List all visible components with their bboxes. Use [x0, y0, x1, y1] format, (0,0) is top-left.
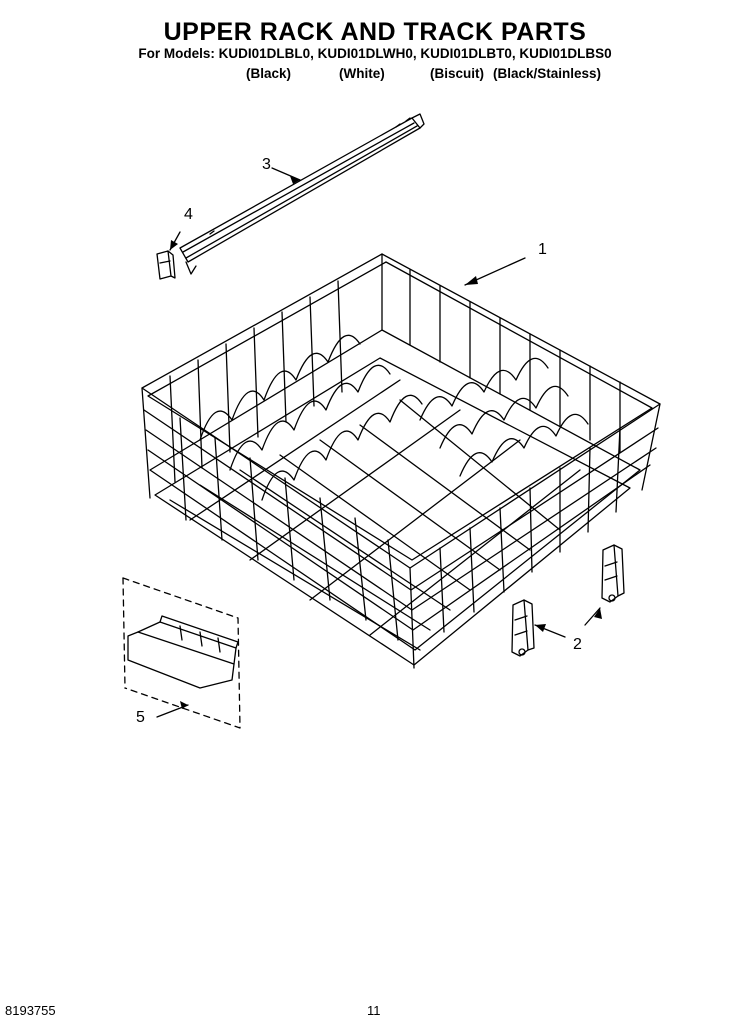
rack-handle-part [122, 577, 241, 729]
variant-black: (Black) [246, 66, 292, 81]
page-title: UPPER RACK AND TRACK PARTS [163, 18, 587, 46]
callout-4: 4 [184, 206, 193, 223]
document-number: 8193755 [5, 1003, 56, 1018]
models-line: For Models: KUDI01DLBL0, KUDI01DLWH0, KU… [138, 46, 612, 61]
callout-5: 5 [136, 709, 145, 726]
track-end-cap-part [156, 250, 176, 280]
callout-3: 3 [262, 156, 271, 173]
callout-1: 1 [538, 241, 547, 258]
leader-line-2b [584, 607, 601, 626]
rack-adjuster-part [511, 544, 625, 657]
upper-rack-basket-part [141, 253, 661, 669]
page-number: 11 [367, 1003, 381, 1018]
variant-biscuit: (Biscuit) [430, 66, 484, 81]
track-rail-part [179, 113, 425, 275]
variant-white: (White) [339, 66, 385, 81]
variant-black-stainless: (Black/Stainless) [493, 66, 602, 81]
callout-2: 2 [573, 636, 582, 653]
leader-line-3 [271, 167, 301, 181]
